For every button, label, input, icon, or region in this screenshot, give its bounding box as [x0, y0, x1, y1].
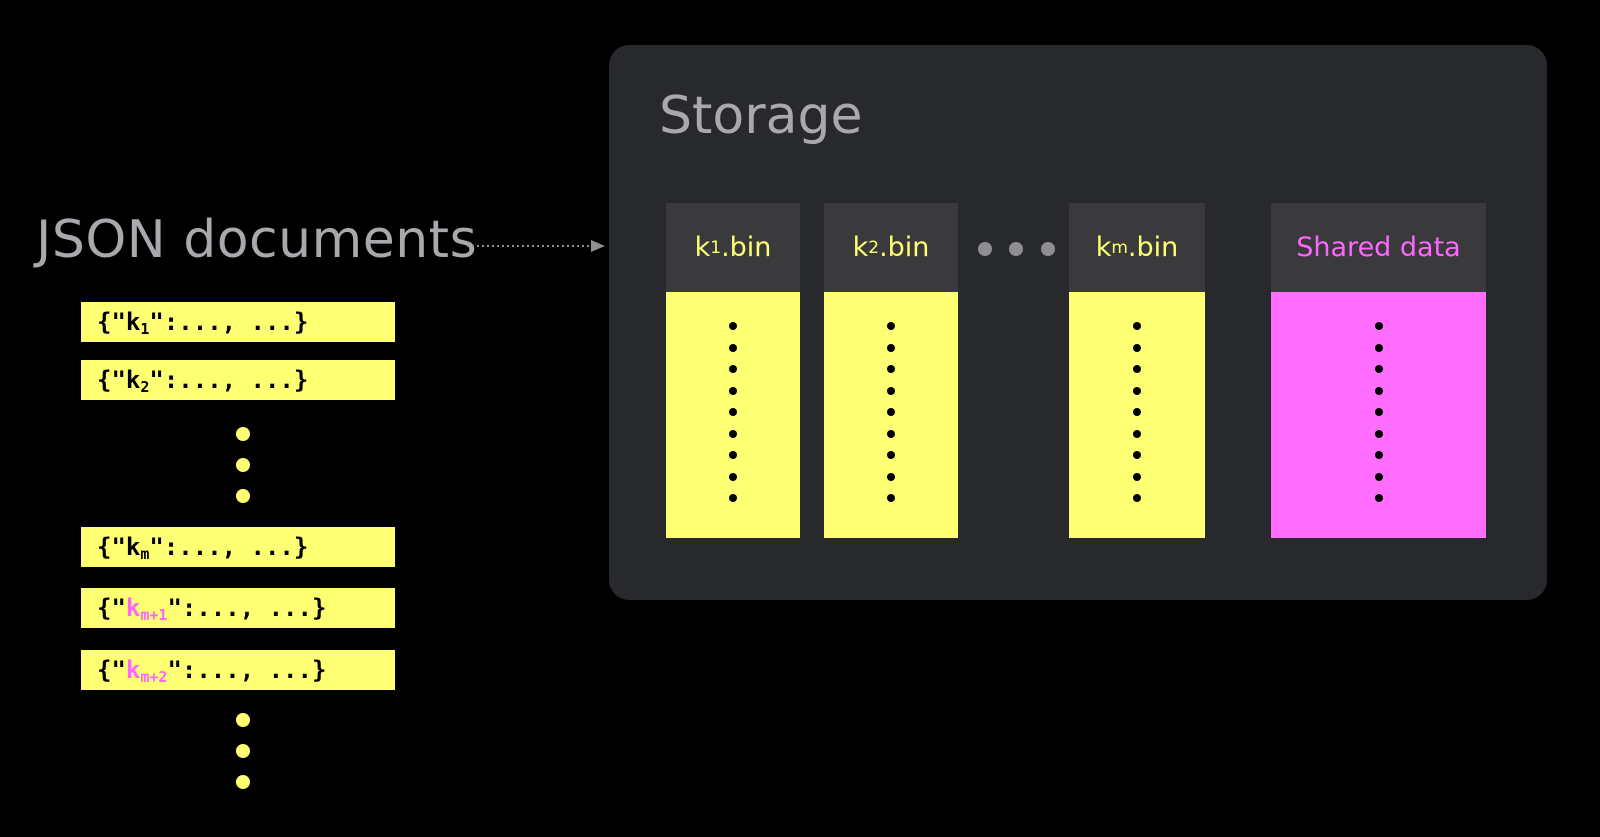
- ellipsis-dot: [236, 458, 250, 472]
- doc-suffix: ":..., ...}: [149, 533, 309, 561]
- doc-key-sub: 2: [140, 378, 150, 396]
- column-ext: .bin: [879, 232, 930, 263]
- column-body: [1069, 292, 1205, 538]
- ellipsis-dot: [236, 744, 250, 758]
- ellipsis-dot: [1374, 343, 1383, 352]
- ellipsis-dot: [1374, 365, 1383, 373]
- ellipsis-dot: [1133, 386, 1141, 395]
- ellipsis-dot: [887, 451, 895, 459]
- ellipsis-dot: [236, 427, 250, 441]
- ellipsis-dot: [1133, 429, 1141, 438]
- doc-prefix: {": [97, 308, 126, 336]
- ellipsis-dot: [887, 408, 895, 416]
- ellipsis-dot: [1374, 408, 1383, 416]
- ellipsis-dot: [1374, 494, 1383, 502]
- json-doc-k1: {"k1":..., ...}: [81, 302, 395, 342]
- ellipsis-dot: [1041, 242, 1055, 256]
- doc-suffix: ":..., ...}: [167, 656, 327, 684]
- doc-key: k: [125, 594, 141, 622]
- ellipsis-dot: [1133, 365, 1141, 373]
- ellipsis-dot: [887, 429, 895, 438]
- doc-prefix: {": [97, 533, 126, 561]
- column-body: [1271, 292, 1486, 538]
- json-doc-km2: {"km+2":..., ...}: [81, 650, 395, 690]
- column-body: [824, 292, 958, 538]
- ellipsis-dot: [236, 775, 250, 789]
- ellipsis-dot: [1133, 472, 1141, 481]
- column-name: k: [1095, 232, 1112, 263]
- json-doc-km1: {"km+1":..., ...}: [81, 588, 395, 628]
- ellipsis-dot: [1374, 386, 1383, 395]
- ellipsis-dot: [1133, 343, 1141, 352]
- storage-title: Storage: [659, 86, 863, 146]
- column-header: Shared data: [1271, 203, 1486, 292]
- ellipsis-dot: [887, 322, 895, 330]
- ellipsis-dot: [729, 472, 737, 481]
- ellipsis-dot: [729, 408, 737, 416]
- ellipsis-dot: [1374, 429, 1383, 438]
- ellipsis-dot: [1133, 451, 1141, 459]
- doc-suffix: ":..., ...}: [149, 308, 309, 336]
- ellipsis-dot: [729, 494, 737, 502]
- column-ext: .bin: [721, 232, 772, 263]
- json-doc-km: {"km":..., ...}: [81, 527, 395, 567]
- ellipsis-dot: [729, 343, 737, 352]
- ellipsis-dot: [729, 451, 737, 459]
- ellipsis-dot: [1374, 472, 1383, 481]
- column-ext: .bin: [1127, 232, 1179, 263]
- column-name: k: [852, 232, 869, 263]
- storage-column-shared: Shared data: [1271, 203, 1486, 538]
- doc-key: k: [125, 656, 141, 684]
- doc-key: k: [125, 533, 141, 561]
- ellipsis-dot: [729, 386, 737, 395]
- ellipsis-dot: [729, 322, 737, 330]
- doc-key-sub: m: [140, 545, 150, 563]
- ellipsis-dot: [236, 713, 250, 727]
- ellipsis-dot: [887, 472, 895, 481]
- shared-data-label: Shared data: [1296, 232, 1461, 263]
- ellipsis-dot: [1374, 322, 1383, 330]
- ellipsis-dot: [1009, 242, 1023, 256]
- doc-suffix: ":..., ...}: [167, 594, 327, 622]
- doc-prefix: {": [97, 366, 126, 394]
- ellipsis-dot: [887, 494, 895, 502]
- arrow-icon: [467, 240, 605, 252]
- doc-suffix: ":..., ...}: [149, 366, 309, 394]
- ellipsis-dot: [236, 489, 250, 503]
- doc-key: k: [125, 308, 141, 336]
- ellipsis-dot: [1133, 322, 1141, 330]
- ellipsis-dot: [887, 386, 895, 395]
- doc-prefix: {": [97, 594, 126, 622]
- json-doc-k2: {"k2":..., ...}: [81, 360, 395, 400]
- ellipsis-dot: [1374, 451, 1383, 459]
- ellipsis-dot: [1133, 494, 1141, 502]
- column-body: [666, 292, 800, 538]
- doc-key-sub: m+2: [140, 668, 168, 686]
- ellipsis-dot: [887, 365, 895, 373]
- ellipsis-dot: [978, 242, 992, 256]
- ellipsis-dot: [729, 429, 737, 438]
- doc-prefix: {": [97, 656, 126, 684]
- doc-key-sub: 1: [140, 320, 150, 338]
- doc-key: k: [125, 366, 141, 394]
- column-name: k: [694, 232, 711, 263]
- doc-key-sub: m+1: [140, 606, 168, 624]
- json-documents-title: JSON documents: [36, 210, 478, 270]
- ellipsis-dot: [729, 365, 737, 373]
- ellipsis-dot: [1133, 408, 1141, 416]
- ellipsis-dot: [887, 343, 895, 352]
